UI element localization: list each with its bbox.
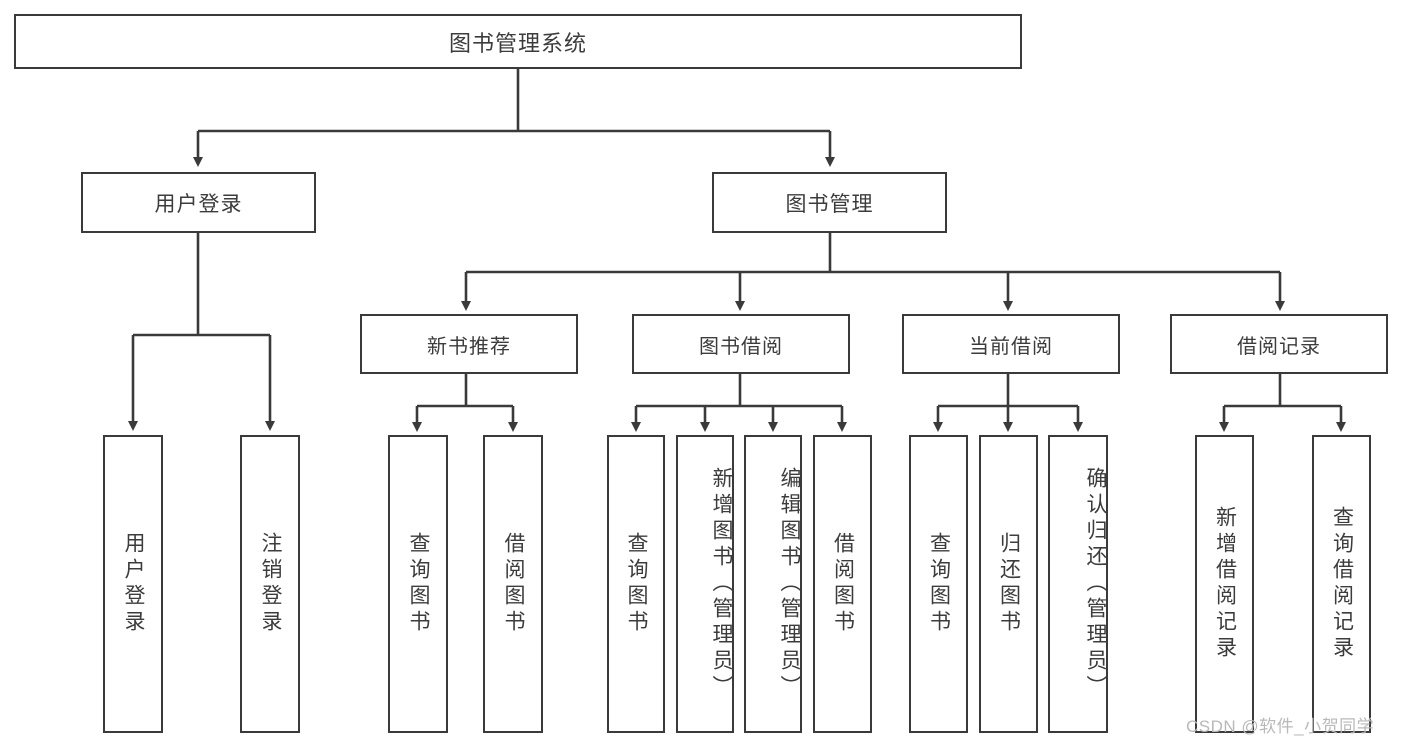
node-leaf-borrow-books-borrow[interactable]: 借阅图书 (813, 435, 872, 733)
node-label: 确认归还（管理员） (1084, 467, 1107, 701)
watermark: CSDN @软件_小贺同学 (1186, 717, 1375, 736)
node-label: 查询图书 (625, 532, 649, 636)
node-label: 借阅图书 (831, 532, 855, 636)
node-root-book-management-system[interactable]: 图书管理系统 (14, 14, 1022, 69)
node-group-current-borrowing[interactable]: 当前借阅 (902, 314, 1120, 374)
node-label: 用户登录 (122, 532, 146, 636)
node-label: 借阅图书 (502, 532, 526, 636)
node-label: 当前借阅 (969, 335, 1053, 358)
node-label: 查询图书 (407, 532, 431, 636)
node-book-management[interactable]: 图书管理 (712, 172, 947, 233)
node-label: 用户登录 (154, 192, 243, 216)
node-label: 查询借阅记录 (1330, 506, 1354, 662)
node-label: 图书管理 (785, 192, 874, 216)
node-leaf-query-books-borrow[interactable]: 查询图书 (607, 435, 665, 733)
node-group-book-borrowing[interactable]: 图书借阅 (632, 314, 850, 374)
node-leaf-return-books[interactable]: 归还图书 (979, 435, 1038, 733)
node-label: 借阅记录 (1237, 335, 1321, 358)
node-label: 注销登录 (259, 532, 283, 636)
node-label: 新增图书（管理员） (710, 467, 733, 701)
node-label: 新书推荐 (427, 335, 511, 358)
node-leaf-borrow-books-new[interactable]: 借阅图书 (483, 435, 543, 733)
node-leaf-logout[interactable]: 注销登录 (240, 435, 300, 733)
node-group-new-book-recommendation[interactable]: 新书推荐 (360, 314, 578, 374)
node-label: 查询图书 (927, 532, 951, 636)
node-leaf-add-borrow-record[interactable]: 新增借阅记录 (1195, 435, 1254, 733)
node-leaf-user-login[interactable]: 用户登录 (103, 435, 163, 733)
node-leaf-query-books-new[interactable]: 查询图书 (388, 435, 448, 733)
node-label: 新增借阅记录 (1213, 506, 1237, 662)
node-group-borrow-records[interactable]: 借阅记录 (1170, 314, 1388, 374)
node-leaf-query-books-current[interactable]: 查询图书 (909, 435, 968, 733)
node-label: 编辑图书（管理员） (778, 467, 801, 701)
node-user-login[interactable]: 用户登录 (81, 172, 316, 233)
node-leaf-query-borrow-record[interactable]: 查询借阅记录 (1312, 435, 1371, 733)
node-leaf-edit-book-admin[interactable]: 编辑图书（管理员） (744, 435, 802, 733)
node-label: 图书借阅 (699, 335, 783, 358)
node-label: 归还图书 (997, 532, 1021, 636)
node-leaf-confirm-return-admin[interactable]: 确认归还（管理员） (1048, 435, 1108, 733)
node-leaf-add-book-admin[interactable]: 新增图书（管理员） (676, 435, 734, 733)
node-label: 图书管理系统 (448, 30, 587, 56)
